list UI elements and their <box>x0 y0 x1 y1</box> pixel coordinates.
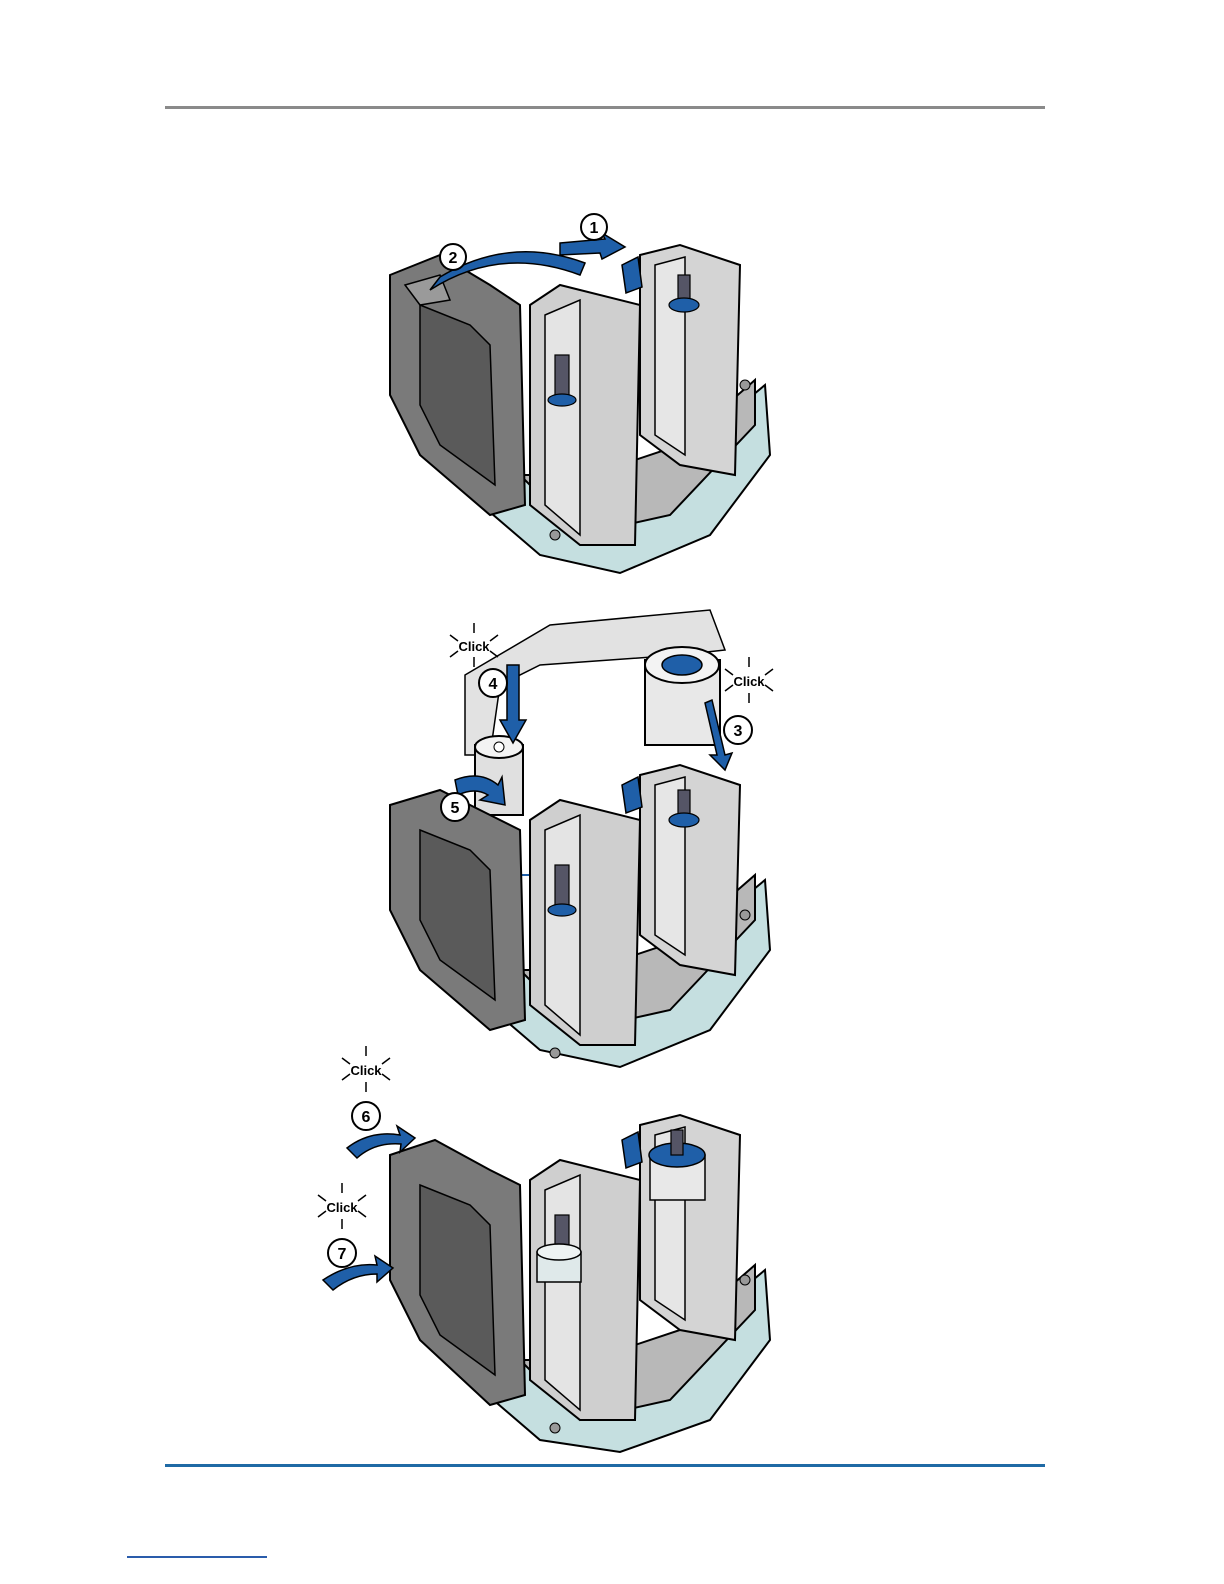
click-label-step-4: Click <box>458 639 490 654</box>
step-5-number: 5 <box>451 800 460 817</box>
header-rule <box>165 106 1045 109</box>
footer-link-underline[interactable] <box>127 1556 267 1558</box>
figure-install-ribbon: 3 4 5 Click Click <box>380 605 780 1085</box>
click-label-step-7: Click <box>326 1200 358 1215</box>
click-label-step-6: Click <box>350 1063 382 1078</box>
figure-open-door: 1 2 <box>380 205 780 580</box>
blue-latch <box>622 257 642 293</box>
click-label-step-3: Click <box>733 674 765 689</box>
step-6-number: 6 <box>362 1109 371 1126</box>
step-2-number: 2 <box>449 250 458 267</box>
step-3-number: 3 <box>734 723 743 740</box>
step-1-number: 1 <box>590 220 599 237</box>
step-7-number: 7 <box>338 1246 347 1263</box>
figure-close-door: 6 7 Click Click <box>315 1040 780 1455</box>
step-4-number: 4 <box>489 676 498 693</box>
footer-rule <box>165 1464 1045 1467</box>
